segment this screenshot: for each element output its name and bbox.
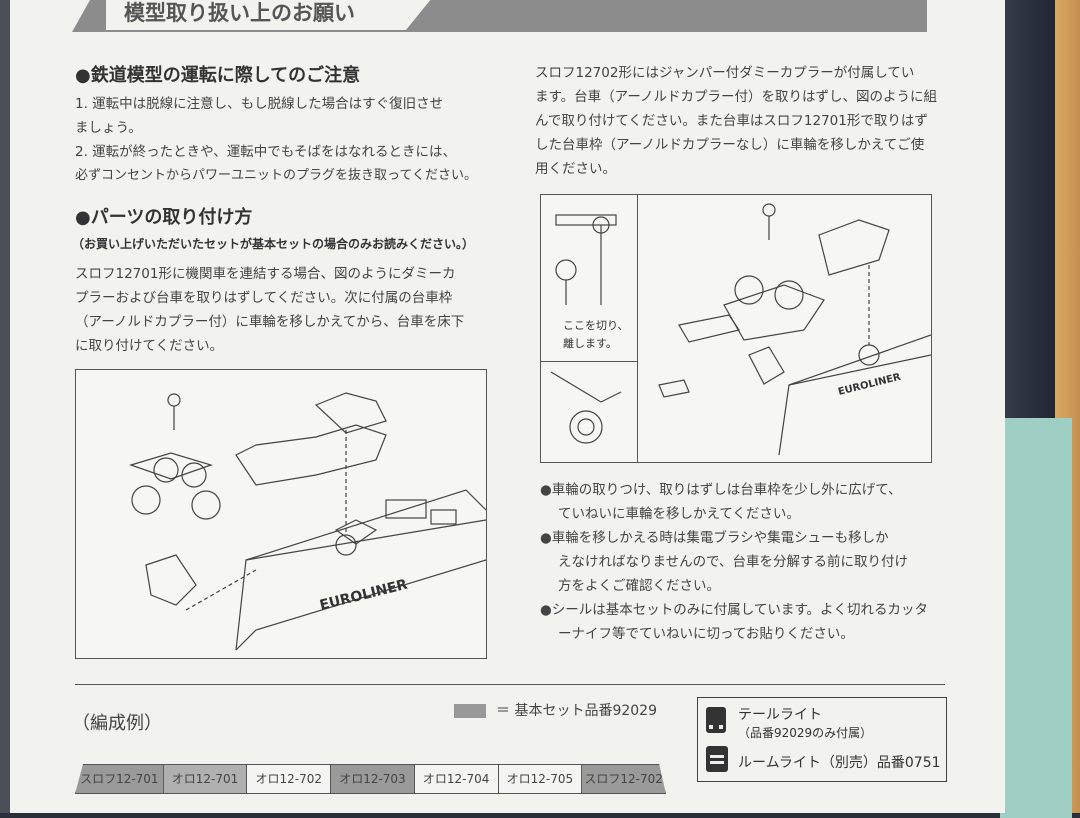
divider — [75, 684, 945, 685]
car-3: オロ12-702 — [246, 764, 332, 794]
page-title: 模型取り扱い上のお願い — [106, 0, 432, 30]
bullet-list: ●車輪の取りつけ、取りはずしは台車枠を少し外に広げて、 ていねいに車輪を移しかえ… — [540, 478, 960, 646]
text-line: スロフ12701形に機関車を連結する場合、図のようにダミーカ — [75, 266, 456, 282]
basic-set-note: ＝ 基本セット品番92029 — [496, 703, 657, 719]
basic-set-swatch — [454, 704, 486, 718]
cut-note: ここを切り、 離します。 — [563, 317, 629, 353]
screw-icon — [167, 393, 181, 407]
text-line: 用ください。 — [535, 161, 616, 177]
cut-diagram — [555, 214, 617, 305]
text-line: ましょう。 — [75, 120, 142, 136]
tail-light-note: （品番92029のみ付属） — [738, 726, 873, 740]
car-logo: EUROLINER — [837, 372, 902, 398]
legend-box: テールライト （品番92029のみ付属） ルームライト（別売）品番0751 — [697, 697, 947, 782]
car-6: オロ12-705 — [497, 764, 583, 794]
section1-body: 1. 運転中は脱線に注意し、もし脱線した場合はすぐ復旧させ ましょう。 2. 運… — [75, 92, 505, 188]
bullet-item: ●シールは基本セットのみに付属しています。よく切れるカッタ ーナイフ等でていねい… — [540, 598, 960, 646]
text-line: 必ずコンセントからパワーユニットのプラグを抜き取ってください。 — [75, 168, 477, 183]
car-1: スロフ12-701 — [75, 764, 164, 794]
room-light-label: ルームライト（別売）品番0751 — [738, 755, 941, 771]
figure-left-assembly: EUROLINER — [75, 369, 487, 659]
car-5: オロ12-704 — [413, 764, 499, 794]
text-line: ます。台車（アーノルドカプラー付）を取りはずし、図のように組 — [535, 89, 938, 105]
section2-subheading: （お買い上げいただいたセットが基本セットの場合のみお読みください。） — [72, 237, 475, 251]
text-line: ●車輪の取りつけ、取りはずしは台車枠を少し外に広げて、 — [540, 482, 902, 498]
right-body: スロフ12702形にはジャンパー付ダミーカプラーが付属してい ます。台車（アーノ… — [535, 61, 955, 181]
tail-light-icon — [706, 707, 726, 733]
text-line: プラーおよび台車を取りはずしてください。次に付属の台車枠 — [75, 290, 453, 306]
bullet-item: ●車輪を移しかえる時は集電ブラシや集電シューも移しか えなければなりませんので、… — [540, 526, 960, 598]
text-line: えなければなりませんので、台車を分解する前に取り付け — [558, 554, 909, 570]
formation-train: スロフ12-701 オロ12-701 オロ12-702 オロ12-703 オロ1… — [75, 764, 666, 794]
text-line: ーナイフ等でていねいに切ってお貼りください。 — [558, 626, 854, 642]
text-line: に取り付けてください。 — [75, 338, 224, 354]
car-logo: EUROLINER — [318, 577, 409, 614]
cut-detail-panel: ここを切り、 離します。 — [541, 195, 638, 362]
text-line: ●シールは基本セットのみに付属しています。よく切れるカッタ — [540, 602, 929, 618]
text-line: した台車枠（アーノルドカプラーなし）に車輪を移しかえてご使 — [535, 137, 925, 153]
formation-label: （編成例） — [72, 713, 162, 734]
wheel-detail-panel — [541, 362, 638, 462]
text-line: ていねいに車輪を移しかえてください。 — [558, 506, 800, 522]
text-line: 1. 運転中は脱線に注意し、もし脱線した場合はすぐ復旧させ — [75, 96, 444, 112]
wheel-diagram — [550, 371, 622, 444]
section2-body: スロフ12701形に機関車を連結する場合、図のようにダミーカ プラーおよび台車を… — [75, 262, 505, 358]
text-line: ここを切り、 — [563, 319, 629, 332]
car-4: オロ12-703 — [330, 764, 415, 794]
left-edge — [0, 0, 10, 813]
section-header-bar: 模型取り扱い上のお願い — [72, 0, 927, 32]
text-line: （アーノルドカプラー付）に車輪を移しかえてから、台車を床下 — [75, 314, 465, 330]
text-line: ●車輪を移しかえる時は集電ブラシや集電シューも移しか — [540, 530, 889, 546]
bogie-diagram: EUROLINER — [129, 392, 487, 651]
teal-paper — [1000, 418, 1072, 818]
text-line: スロフ12702形にはジャンパー付ダミーカプラーが付属してい — [535, 65, 915, 81]
room-light-icon — [706, 746, 728, 772]
tail-light-label: テールライト — [738, 707, 822, 723]
text-line: 方をよくご確認ください。 — [558, 578, 720, 594]
screw-icon — [762, 203, 776, 217]
text-line: んで取り付けてください。また台車はスロフ12701形で取りはず — [535, 113, 928, 129]
section2-heading: ●パーツの取り付け方 — [75, 207, 253, 228]
car-7: スロフ12-702 — [581, 764, 666, 794]
car-2: オロ12-701 — [162, 764, 248, 794]
text-line: 離します。 — [563, 337, 617, 350]
bullet-item: ●車輪の取りつけ、取りはずしは台車枠を少し外に広げて、 ていねいに車輪を移しかえ… — [540, 478, 960, 526]
text-line: 2. 運転が終ったときや、運転中でもそばをはなれるときには、 — [75, 144, 456, 160]
figure-right-assembly: ここを切り、 離します。 EUROLINER — [540, 194, 932, 463]
coupler-diagram: EUROLINER — [658, 203, 931, 456]
section1-heading: ●鉄道模型の運転に際してのご注意 — [75, 65, 361, 86]
